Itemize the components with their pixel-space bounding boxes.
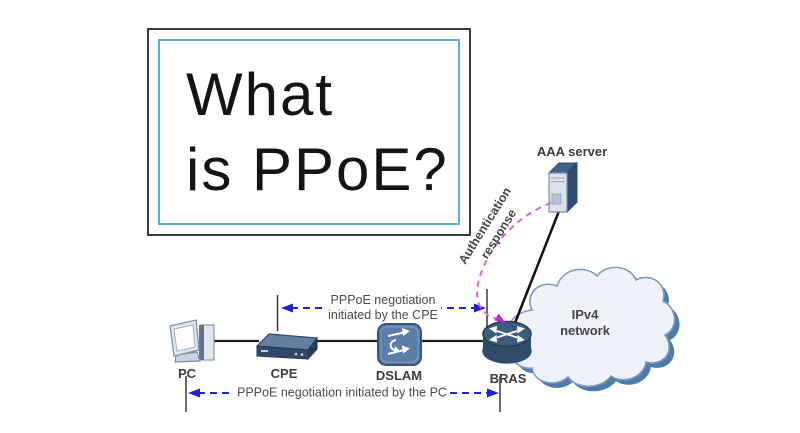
span-tick-marks xyxy=(185,289,501,412)
server-grille xyxy=(551,193,562,205)
title-line-1: What xyxy=(186,61,335,128)
aaa-server-label: AAA server xyxy=(536,144,608,159)
dslam-body-highlight xyxy=(380,326,419,363)
cloud-body xyxy=(507,266,676,388)
pc-negotiation-caption: PPPoE negotiation initiated by the PC xyxy=(234,385,450,401)
cpe-negotiation-caption: PPPoE negotiation initiated by the CPE xyxy=(325,293,441,323)
arrowhead xyxy=(494,313,506,323)
arrowhead-left xyxy=(281,303,293,313)
pc-label: PC xyxy=(177,366,197,381)
pc-tower-edge xyxy=(199,325,204,360)
arrowhead-left xyxy=(188,388,200,398)
title-box: What is PPoE? xyxy=(147,28,471,236)
cpe-label: CPE xyxy=(270,366,298,381)
cpe-icon xyxy=(255,333,319,361)
pc-icon xyxy=(169,319,215,363)
aaa-server-icon xyxy=(547,161,579,214)
ipv4-cloud xyxy=(507,266,680,392)
cpe-negotiation-caption-line2: initiated by the CPE xyxy=(328,308,438,322)
cpe-led-1 xyxy=(294,352,298,356)
ipv4-network-label-line2: network xyxy=(560,323,610,339)
arrowhead-right xyxy=(487,388,499,398)
auth-response-arrow xyxy=(476,202,552,323)
title-line-2: is PPoE? xyxy=(186,136,449,203)
link-bras-aaa-server xyxy=(511,210,561,329)
dslam-body xyxy=(377,323,422,366)
ipv4-network-label: IPv4 network xyxy=(560,307,610,340)
title-inner-frame: What is PPoE? xyxy=(158,39,460,225)
bras-arrows xyxy=(489,326,525,343)
cpe-negotiation-caption-line1: PPPoE negotiation xyxy=(330,293,436,307)
bras-label: BRAS xyxy=(489,371,527,386)
server-front xyxy=(548,172,568,213)
dslam-icon xyxy=(377,323,422,366)
cpe-led-2 xyxy=(300,353,304,356)
dslam-label: DSLAM xyxy=(375,368,423,383)
bras-router-icon xyxy=(482,320,532,364)
ipv4-network-label-line1: IPv4 xyxy=(571,307,599,322)
dslam-arrows xyxy=(387,328,410,355)
pc-screen xyxy=(173,324,196,352)
cpe-front-label xyxy=(261,350,268,352)
cpe-front xyxy=(256,345,309,360)
